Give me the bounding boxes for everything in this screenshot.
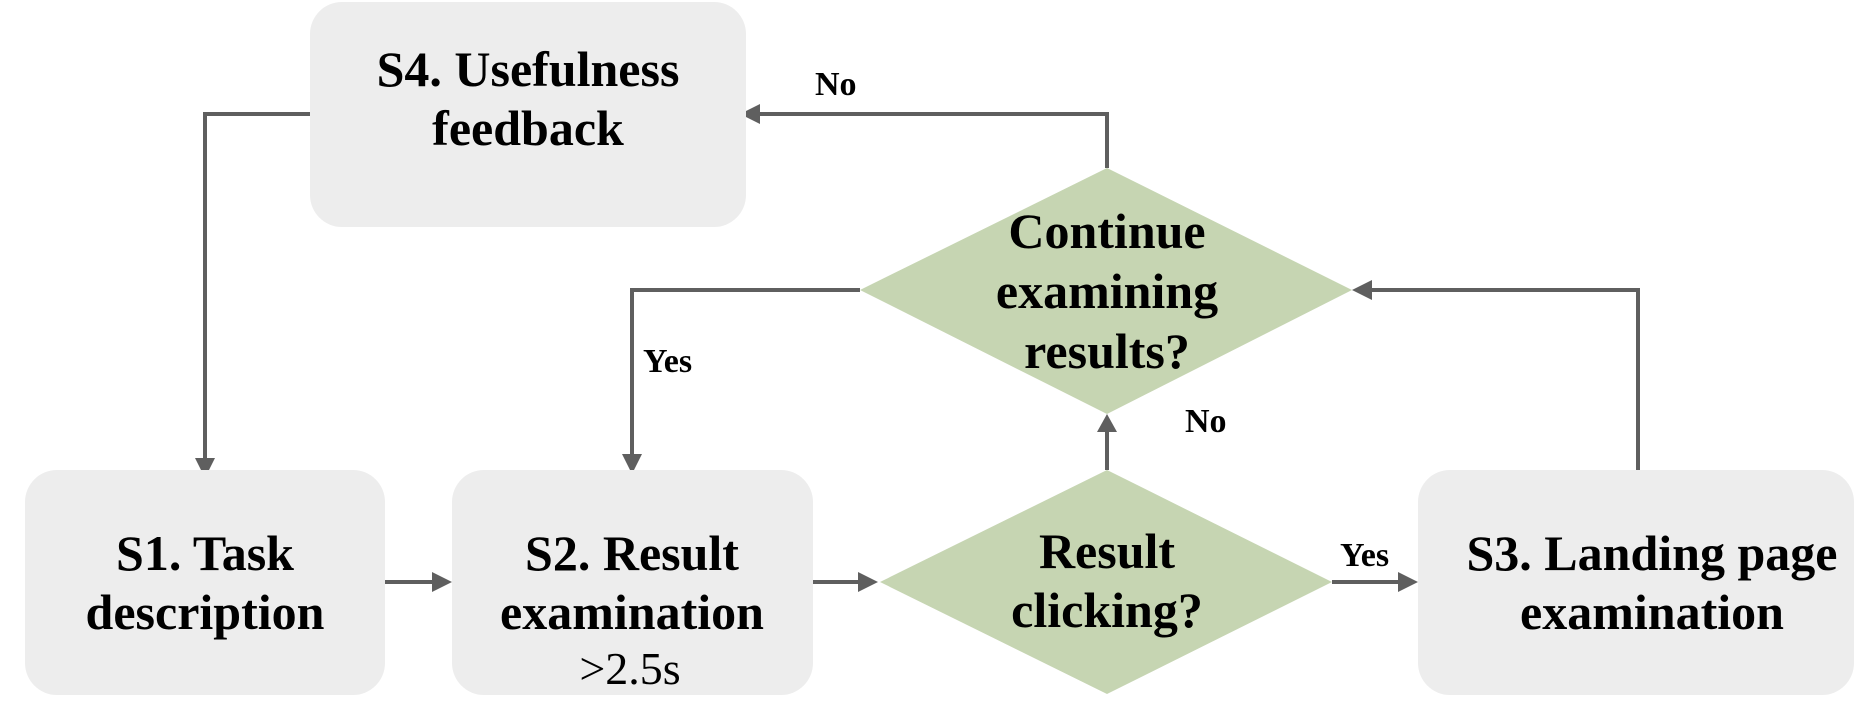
node-s2-threshold: >2.5s	[579, 643, 680, 694]
node-s1-task-description: S1. Task description	[25, 470, 385, 695]
node-continue-line1: Continue	[1008, 203, 1205, 259]
node-s4-line1: S4. Usefulness	[377, 41, 680, 97]
node-s2-line1: S2. Result	[525, 525, 739, 581]
node-s1-line2: description	[86, 584, 325, 640]
arrowhead-click-left	[858, 572, 878, 592]
arrowhead-continue-right	[1352, 280, 1372, 300]
arrowhead-s2-left	[432, 572, 452, 592]
node-click-decision: Result clicking?	[880, 470, 1332, 694]
arrowhead-s1-top	[195, 458, 215, 478]
node-s3-landing-page-examination: S3. Landing page examination	[1418, 470, 1854, 695]
edge-label-continue-no: No	[815, 66, 857, 103]
node-s2-result-examination: S2. Result examination >2.5s	[452, 470, 813, 695]
edge-s4-to-s1	[203, 112, 310, 460]
edge-label-click-yes: Yes	[1340, 537, 1389, 574]
node-s4-line2: feedback	[432, 100, 624, 156]
edge-s3-to-continue	[1370, 288, 1640, 470]
edge-label-continue-yes: Yes	[643, 343, 692, 380]
edge-label-click-no: No	[1185, 403, 1227, 440]
node-s3-line1: S3. Landing page	[1467, 525, 1838, 581]
node-s2-line2: examination	[500, 584, 764, 640]
edge-continue-to-s2	[630, 288, 860, 456]
arrowhead-s3-left	[1398, 572, 1418, 592]
node-s4-usefulness-feedback: S4. Usefulness feedback	[310, 2, 746, 227]
node-continue-line2: examining	[996, 263, 1218, 319]
arrowhead-s4-right	[740, 104, 760, 124]
edge-continue-to-s4	[756, 112, 1109, 168]
node-click-line2: clicking?	[1011, 582, 1203, 638]
node-continue-line3: results?	[1024, 323, 1190, 379]
node-continue-decision: Continue examining results?	[860, 168, 1352, 414]
arrowhead-continue-bottom	[1097, 414, 1117, 432]
node-s3-line2: examination	[1520, 584, 1784, 640]
node-click-line1: Result	[1039, 523, 1175, 579]
arrowhead-s2-top	[622, 454, 642, 474]
node-s1-line1: S1. Task	[116, 525, 294, 581]
